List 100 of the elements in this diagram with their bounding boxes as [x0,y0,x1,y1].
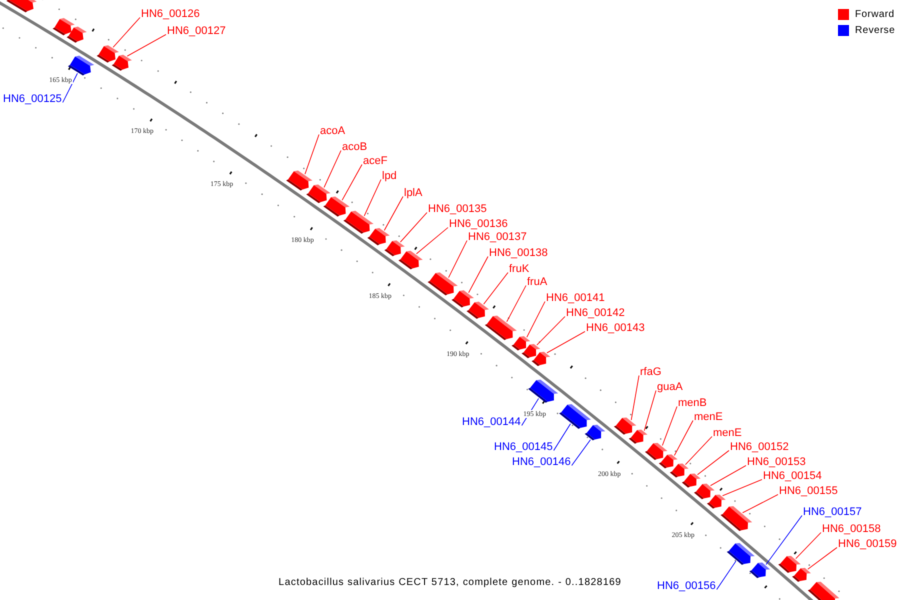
leader-line [400,212,428,242]
gene-block [466,302,489,319]
gene-block [658,454,678,468]
gene-block [96,45,119,63]
caption: Lactobacillus salivarius CECT 5713, complete genome. - 0..1828169 [278,577,622,588]
gene-block [644,442,668,460]
legend-label: Reverse [855,25,896,36]
leader-line [126,34,166,56]
gene-block [384,240,405,256]
gene-label: fruK [509,263,530,276]
gene-label: aceF [363,155,388,168]
gene-label: lplA [404,187,422,200]
leader-line [710,465,746,486]
gene-block [720,506,752,532]
gene-label: HN6_00126 [141,8,200,21]
gene-block [452,290,474,308]
gene-label: menE [713,427,742,440]
gene-block [559,404,591,429]
gene-block [749,562,770,578]
leader-line [685,436,712,466]
gene-label: rfaG [640,366,662,379]
gene-label: HN6_00125 [3,93,62,106]
leader-line [546,331,586,354]
gene-label: HN6_00152 [730,441,789,454]
gene-block [532,352,550,366]
leader-line [697,450,730,476]
gene-block [428,272,458,296]
gene-label: fruA [527,276,548,289]
gene-block [792,568,811,582]
gene-block [726,543,755,565]
leader-line [342,164,362,201]
gene-block [68,56,94,76]
gene-label: HN6_00145 [494,441,553,454]
leader-line [62,72,78,103]
leader-line [662,406,678,446]
leader-line [722,479,762,496]
leader-line [506,285,526,322]
gene-label: HN6_00141 [546,292,605,305]
gene-block [522,344,540,358]
leader-line [644,390,656,432]
gene-label: menE [694,411,723,424]
gene-block [808,582,840,600]
gene-block [306,184,331,204]
gene-label: HN6_00156 [657,580,716,593]
gene-block [6,0,37,12]
gene-block [323,196,350,217]
gene-label: acoA [320,125,346,138]
gene-label: HN6_00159 [838,538,897,551]
gene-label: HN6_00142 [566,307,625,320]
gene-label: lpd [382,170,397,183]
leader-line [536,316,566,346]
leader-line [384,196,404,231]
gene-block [694,484,715,500]
gene-block [343,210,374,234]
leader-line [807,547,838,570]
leader-line [742,494,778,514]
gene-label: HN6_00137 [468,231,527,244]
gene-label: HN6_00146 [512,456,571,469]
gene-block [112,54,132,71]
gene-label: HN6_00158 [822,523,881,536]
leader-line [448,240,468,278]
leader-line [553,423,571,451]
gene-block [52,18,75,36]
leader-line [324,150,342,188]
legend-label: Forward [855,9,894,20]
gene-label: HN6_00127 [167,25,226,38]
gene-label: HN6_00153 [747,456,806,469]
gene-block [286,170,312,191]
gene-label: menB [678,397,707,410]
gene-label: HN6_00157 [803,506,862,519]
leader-line [630,375,640,420]
gene-label: HN6_00144 [462,416,521,429]
leader-line [716,560,736,590]
gene-label: HN6_00138 [489,247,548,260]
gene-label: acoB [342,141,368,154]
gene-label: guaA [657,381,683,394]
gene-block [367,228,390,246]
gene-block [614,417,636,435]
gene-block [584,424,606,440]
leader-line [674,420,694,456]
gene-block [484,316,517,340]
gene-block [512,336,530,350]
leader-line [766,515,802,565]
leader-line [795,532,822,560]
gene-block [528,380,558,403]
gene-label: HN6_00154 [763,470,822,483]
gene-label: HN6_00155 [779,485,838,498]
gene-block [682,474,701,488]
leader-line [304,134,320,174]
gene-block [398,250,423,270]
gene-block [628,430,648,444]
gene-label: HN6_00143 [586,322,645,335]
gene-block [670,463,689,478]
leader-line [571,439,591,466]
gene-block [778,556,801,573]
gene-block [706,494,726,509]
gene-label: HN6_00135 [428,203,487,216]
gene-label: HN6_00136 [449,218,508,231]
leader-line [483,272,508,304]
leader-line [112,17,140,48]
